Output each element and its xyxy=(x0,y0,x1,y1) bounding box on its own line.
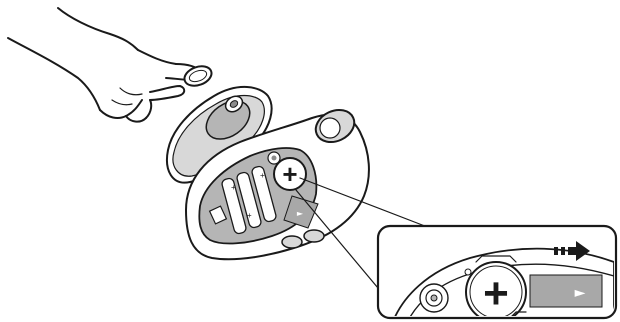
inset-tab-arrow: ► xyxy=(575,285,586,301)
battery-tab-arrow: ► xyxy=(297,209,304,218)
coin-illustration xyxy=(182,63,214,89)
inset-polarity-label: + xyxy=(483,269,509,318)
svg-text:+: + xyxy=(231,183,236,192)
inset-battery-tab: ► xyxy=(530,275,602,307)
coin-cell-battery: + xyxy=(274,158,306,190)
grip-button-left xyxy=(282,236,302,248)
svg-text:+: + xyxy=(260,171,265,180)
inset-contact-spring xyxy=(420,284,448,312)
hand-illustration xyxy=(8,8,203,122)
zoom-inset: + ► xyxy=(378,226,616,322)
grip-button-right xyxy=(304,230,324,242)
svg-text:+: + xyxy=(247,211,252,220)
coin-cell-polarity-label: + xyxy=(282,159,297,189)
inset-coin-cell: + xyxy=(466,262,526,322)
